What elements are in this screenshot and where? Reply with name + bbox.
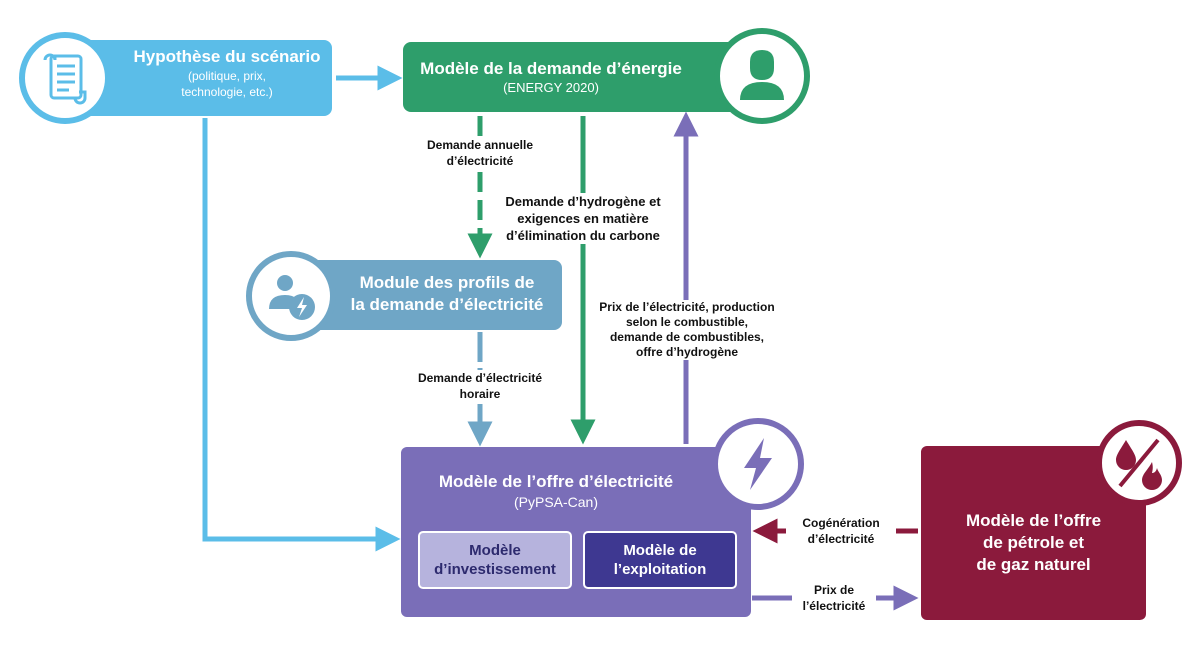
label-hydrogen-demand: Demande d’hydrogène et exigences en mati… (496, 193, 670, 244)
scroll-icon (43, 53, 87, 105)
oil-gas-percent-icon (1116, 438, 1162, 490)
investment-model-node: Modèle d’investissement (418, 531, 572, 589)
scenario-node: Hypothèse du scénario (politique, prix, … (62, 40, 332, 116)
scenario-title: Hypothèse du scénario (133, 47, 321, 66)
profiles-icon-circle (246, 251, 336, 341)
demand-model-node: Modèle de la demande d’énergie (ENERGY 2… (403, 42, 759, 112)
profiles-module-node: Module des profils de la demande d’élect… (300, 260, 562, 330)
supply-model-subtitle: (PyPSA-Can) (513, 494, 599, 510)
profiles-module-title: Module des profils de la demande d’élect… (350, 273, 544, 314)
scenario-icon-circle (19, 32, 111, 124)
label-annual-demand: Demande annuelle d’électricité (412, 137, 548, 169)
lightning-icon (744, 438, 772, 490)
operation-model-node: Modèle de l’exploitation (583, 531, 737, 589)
supply-model-title: Modèle de l’offre d’électricité (438, 472, 674, 491)
demand-icon-circle (714, 28, 810, 124)
label-prices-production: Prix de l’électricité, production selon … (587, 300, 787, 360)
user-bolt-icon (269, 275, 315, 320)
person-icon (740, 50, 784, 100)
arrow-scenario-to-supply (202, 118, 401, 552)
investment-model-title: Modèle d’investissement (434, 542, 556, 578)
oil-gas-icon-circle (1096, 420, 1182, 506)
label-electricity-price: Prix de l’électricité (792, 582, 876, 614)
demand-model-title: Modèle de la demande d’énergie (420, 59, 682, 78)
label-cogeneration: Cogénération d’électricité (786, 515, 896, 547)
scenario-subtitle: (politique, prix, technologie, etc.) (181, 69, 273, 99)
label-hourly-demand: Demande d’électricité horaire (400, 370, 560, 402)
demand-model-subtitle: (ENERGY 2020) (503, 80, 599, 95)
supply-icon-circle (712, 418, 804, 510)
operation-model-title: Modèle de l’exploitation (613, 542, 707, 578)
oil-gas-model-title: Modèle de l’offre de pétrole et de gaz n… (965, 511, 1102, 574)
